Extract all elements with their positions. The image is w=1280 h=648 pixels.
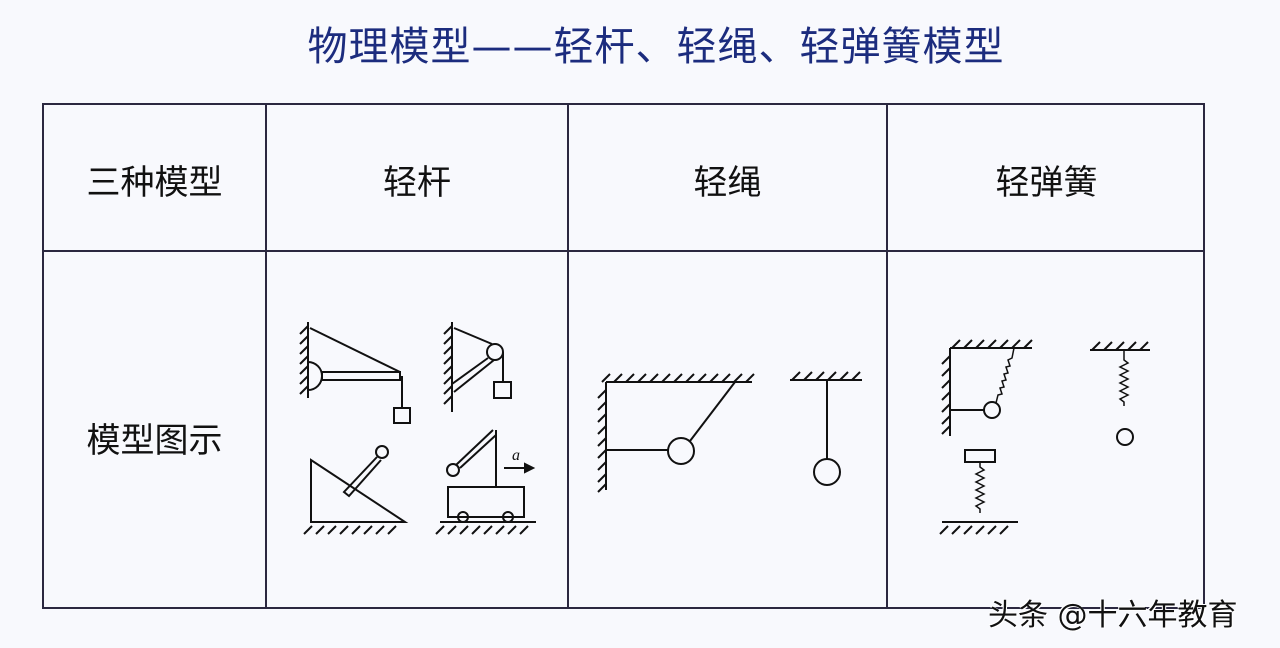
rod-diagram-pulley — [443, 322, 512, 412]
column-header-spring: 轻弹簧 — [995, 163, 1098, 203]
rod-diagrams: a — [299, 322, 536, 535]
rope-diagram-corner — [597, 373, 755, 493]
rod-diagram-incline — [303, 445, 409, 535]
page-title: 物理模型——轻杆、轻绳、轻弹簧模型 — [307, 24, 1005, 70]
header-label: 三种模型 — [86, 163, 223, 203]
spring-diagram-floor — [939, 449, 1018, 535]
column-divider — [265, 105, 267, 607]
acceleration-label: a — [512, 447, 520, 464]
row-divider — [44, 250, 1203, 252]
column-header-rod: 轻杆 — [383, 163, 451, 203]
spring-diagrams — [939, 339, 1150, 535]
spring-diagram-corner — [941, 339, 1033, 436]
column-divider — [886, 105, 888, 607]
models-table: 三种模型 轻杆 轻绳 轻弹簧 模型图示 — [42, 103, 1205, 609]
diagram-row-label: 模型图示 — [86, 421, 223, 461]
column-header-rope: 轻绳 — [693, 163, 762, 203]
rod-diagram-cart — [435, 429, 536, 535]
rod-diagram-wall-bracket — [299, 322, 411, 424]
column-divider — [567, 105, 569, 607]
spring-diagram-hanging — [1090, 341, 1150, 446]
watermark: 头条 @十六年教育 — [988, 598, 1238, 633]
rope-diagram-hanging — [790, 371, 862, 486]
rope-diagrams — [597, 371, 862, 493]
